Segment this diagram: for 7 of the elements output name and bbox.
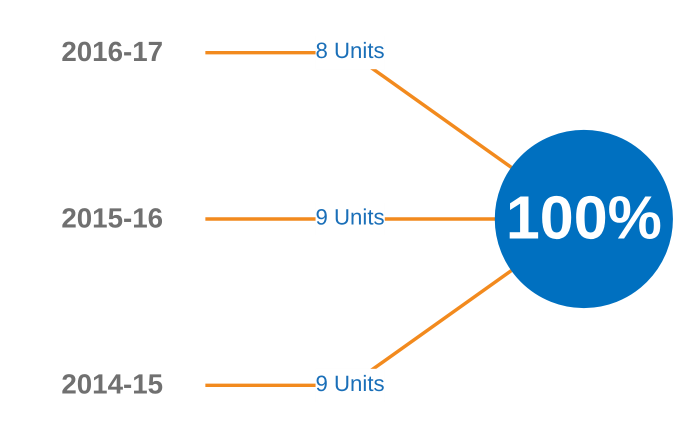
node-text: 2015-16 [61,204,164,234]
edge-label: 9 Units [316,372,385,396]
edge-label: 8 Units [316,40,385,64]
edge-label: 9 Units [316,206,385,230]
node-text: 2016-17 [61,37,164,68]
node-text: 2014-15 [61,370,164,401]
node-circle: 100% [494,130,673,308]
